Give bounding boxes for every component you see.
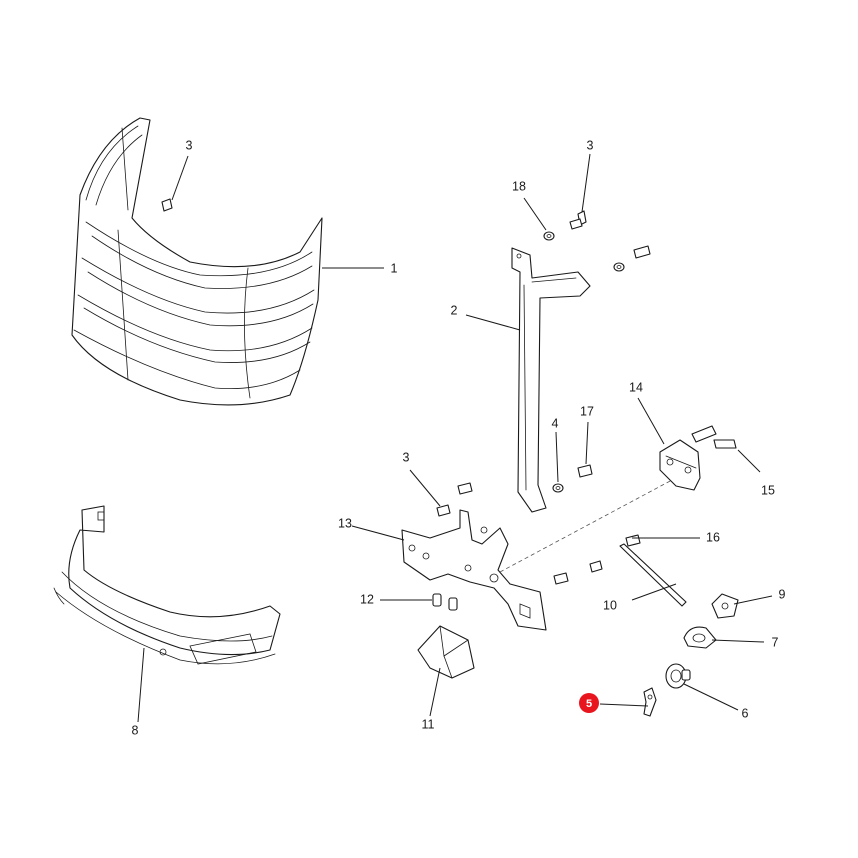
callout-10: 10 — [603, 598, 617, 612]
callout-9: 9 — [779, 587, 786, 601]
callout-3-lower: 3 — [403, 450, 410, 464]
callout-1: 1 — [391, 261, 398, 275]
callout-4: 4 — [552, 416, 559, 430]
support-bracket-part[interactable] — [511, 247, 591, 513]
callout-16: 16 — [706, 530, 720, 544]
mounting-plate-part[interactable] — [401, 509, 547, 631]
callout-3-upper: 3 — [587, 138, 594, 152]
leader-lines — [137, 153, 773, 723]
callout-13: 13 — [338, 516, 352, 530]
bolt-12[interactable] — [432, 593, 458, 611]
rod-part[interactable] — [619, 543, 687, 607]
callout-14: 14 — [629, 380, 643, 394]
bolt-15[interactable] — [691, 425, 737, 449]
seal-7-part[interactable] — [683, 626, 717, 649]
hook-5-part[interactable] — [643, 687, 657, 717]
grille-part[interactable] — [71, 117, 323, 406]
washer-upper-right[interactable] — [613, 262, 625, 272]
screw-upper-right[interactable] — [633, 245, 651, 259]
washer-18[interactable] — [543, 231, 555, 241]
screw-16[interactable] — [625, 534, 641, 547]
callout-7: 7 — [772, 635, 779, 649]
callout-5-badge[interactable] — [579, 693, 599, 713]
callout-17: 17 — [580, 404, 594, 418]
callout-6: 6 — [742, 706, 749, 720]
screw-mid-right-b[interactable] — [589, 560, 603, 573]
screw-3-left[interactable] — [161, 198, 173, 212]
screw-17[interactable] — [577, 464, 593, 478]
callout-2: 2 — [451, 303, 458, 317]
callout-18: 18 — [512, 179, 526, 193]
nut-4[interactable] — [552, 483, 564, 493]
support-block-part[interactable] — [417, 625, 475, 679]
callout-8: 8 — [132, 723, 139, 737]
screw-mid-right-a[interactable] — [553, 572, 569, 585]
bumper-part[interactable] — [53, 505, 281, 665]
callout-12: 12 — [360, 592, 374, 606]
screw-3-lower[interactable] — [436, 504, 451, 517]
callout-11: 11 — [422, 717, 435, 731]
callout-5-highlight[interactable]: 5 — [579, 693, 599, 713]
callout-3-left: 3 — [186, 138, 193, 152]
callout-15: 15 — [761, 483, 775, 497]
screw-3-mid[interactable] — [457, 482, 473, 495]
knob-6-part[interactable] — [665, 663, 691, 689]
screw-3-upper[interactable] — [569, 210, 587, 230]
latch-bracket-part[interactable] — [659, 439, 701, 491]
callout-labels: 1 2 3 3 3 4 6 7 8 9 10 11 12 13 14 15 16… — [132, 138, 786, 737]
plate-9-part[interactable] — [711, 593, 739, 619]
callout-5: 5 — [586, 698, 592, 710]
alignment-line — [499, 479, 673, 573]
